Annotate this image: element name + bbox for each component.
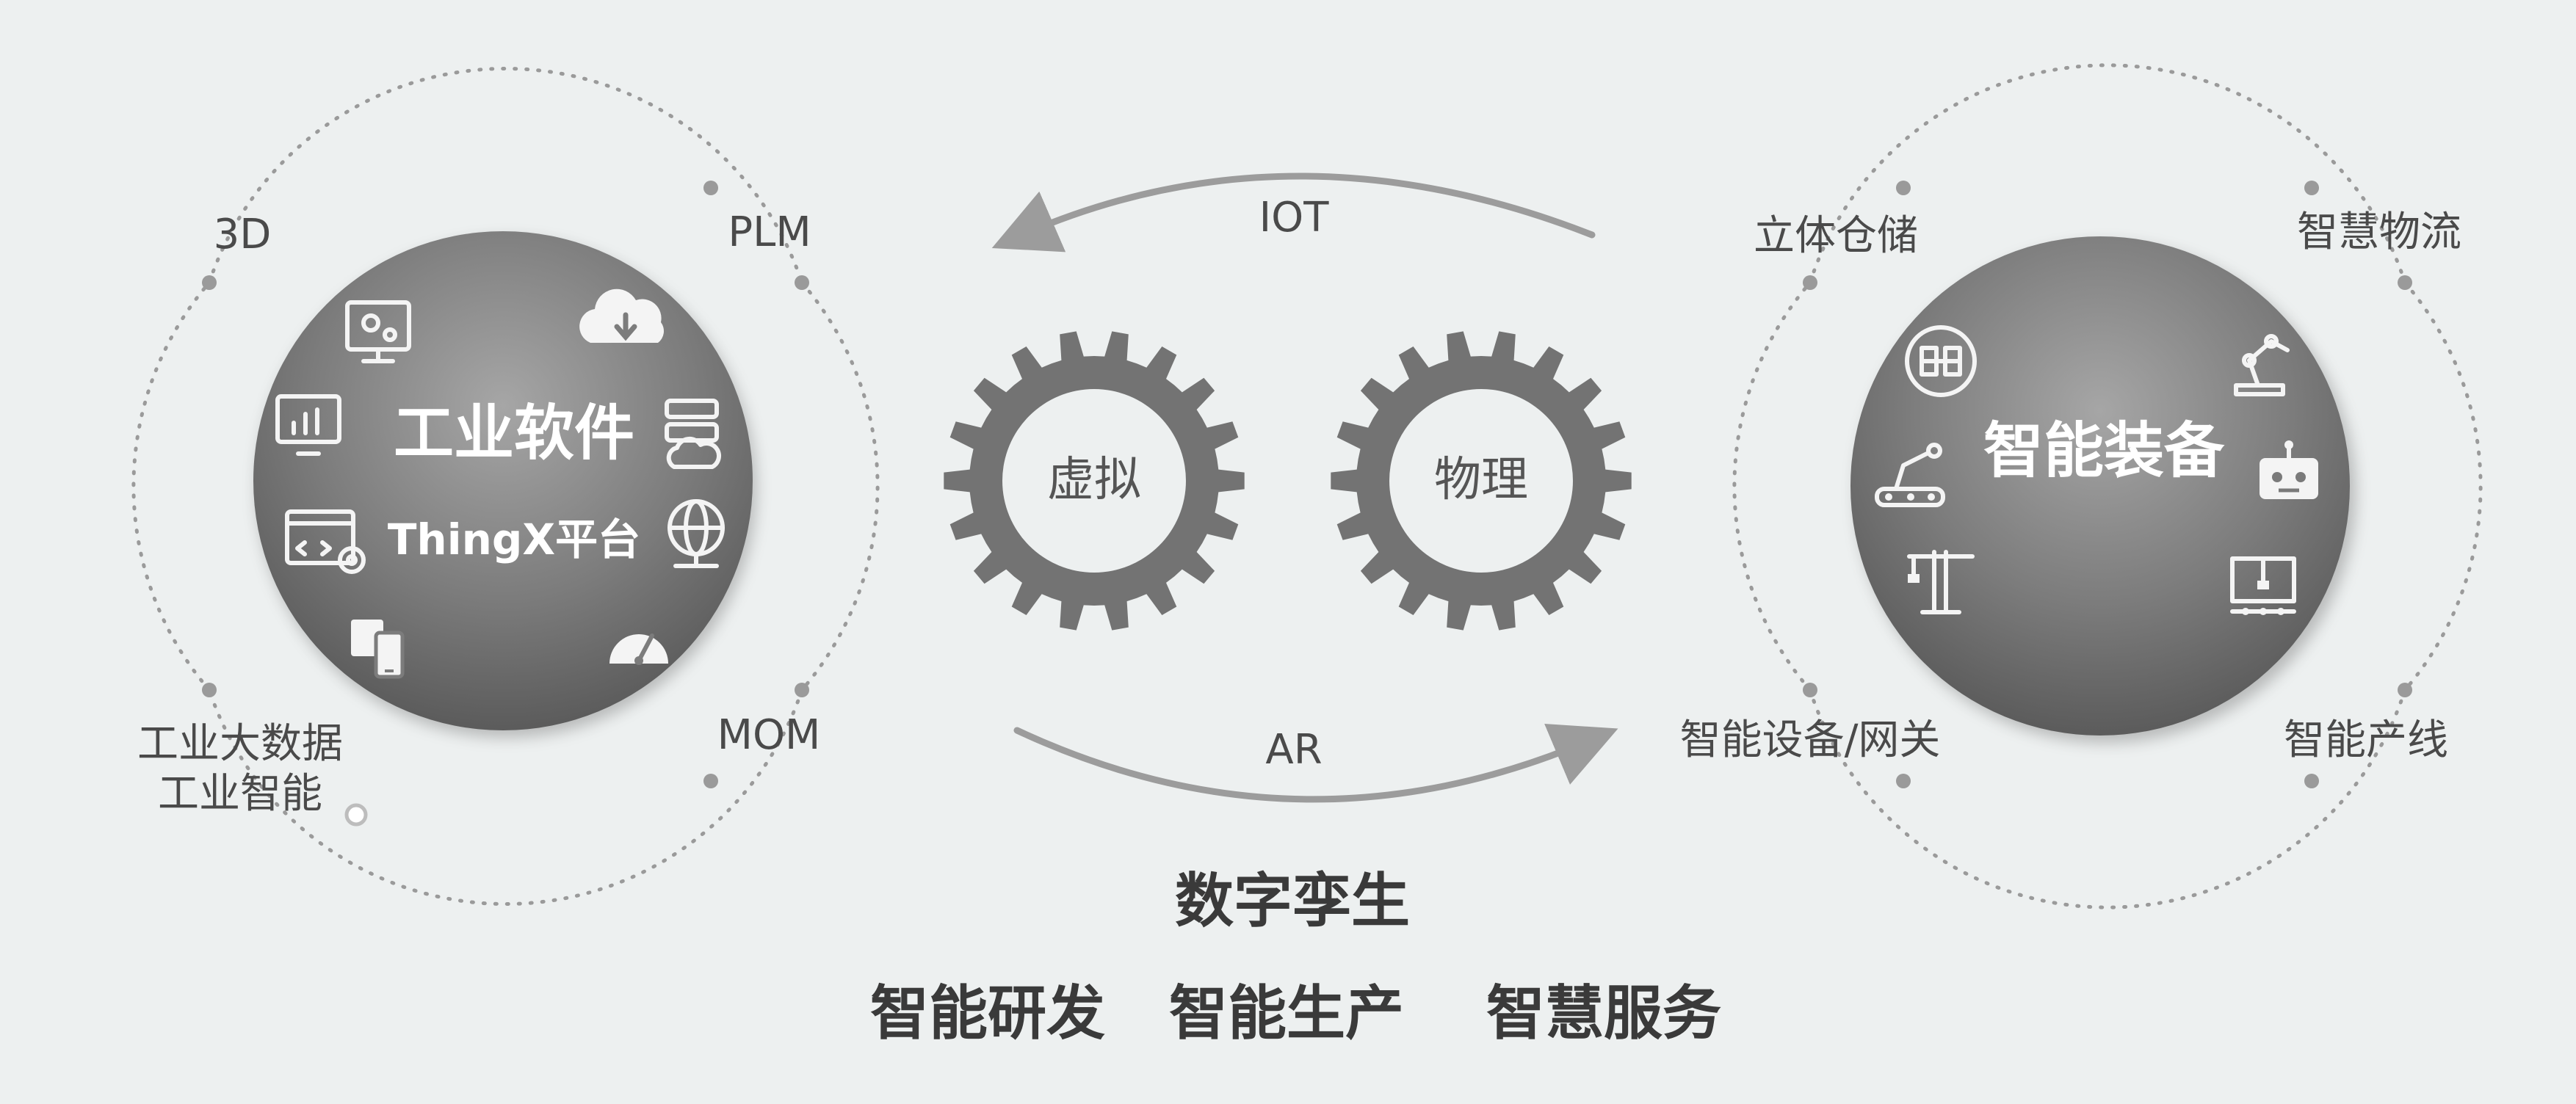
left-circle-subtitle: ThingX平台	[388, 515, 640, 564]
left-circle-disc	[253, 231, 753, 730]
multi-device-icon	[351, 620, 405, 679]
left-orbit-node-bottom-right	[795, 683, 809, 697]
ar-label: AR	[1265, 726, 1322, 774]
bottom-item-production: 智能生产	[1169, 979, 1404, 1047]
left-orbit-node-bottom-left	[202, 683, 217, 697]
right-orbit-node-top-left	[1896, 181, 1911, 195]
right-label-smart-line: 智能产线	[2284, 716, 2448, 764]
left-gear-label: 虚拟	[1047, 453, 1141, 507]
robot-head-icon	[2260, 440, 2318, 499]
cloud-download-icon	[579, 288, 664, 343]
right-orbit-node-left-bottom	[1803, 683, 1817, 697]
left-orbit-node-highlight	[344, 803, 368, 827]
right-dotted-orbit-left	[1732, 280, 1812, 692]
bottom-item-service: 智慧服务	[1486, 979, 1721, 1047]
warehouse-icon	[1905, 325, 1977, 397]
arrows-group: IOT AR	[991, 172, 1618, 803]
right-orbit-node-right-bottom	[2398, 683, 2412, 697]
left-orbit-node-top-left	[202, 275, 217, 290]
bottom-item-rd: 智能研发	[870, 979, 1105, 1047]
right-label-smart-logistics: 智慧物流	[2297, 208, 2461, 256]
crane-icon	[1907, 550, 1975, 614]
left-circle-title: 工业软件	[394, 399, 634, 468]
left-dotted-orbit-right	[800, 280, 880, 692]
right-orbit-node-left-top	[1803, 275, 1817, 290]
right-gear: 物理	[1331, 331, 1632, 631]
left-gear: 虚拟	[944, 331, 1245, 631]
monitor-settings-icon	[345, 300, 411, 363]
left-orbit-node-top-right-a	[703, 181, 718, 195]
right-orbit-node-top-right	[2304, 181, 2319, 195]
right-circle-group: 智能装备	[1680, 63, 2483, 909]
left-orbit-node-bottom-right-b	[703, 774, 718, 788]
left-dotted-orbit-top	[207, 66, 804, 285]
left-label-industrial-ai: 工业智能	[158, 770, 322, 818]
right-dotted-orbit-right	[2403, 280, 2483, 692]
robot-arm-icon	[2234, 334, 2290, 396]
right-gear-shape	[1331, 331, 1632, 631]
left-dotted-orbit-left	[131, 280, 211, 692]
left-orbit-node-top-right-b	[795, 275, 809, 290]
right-gear-label: 物理	[1434, 453, 1528, 507]
left-dotted-orbit-bottom	[207, 688, 804, 907]
conveyor-robot-icon	[1875, 443, 1945, 507]
left-label-mom: MOM	[717, 711, 821, 759]
speedometer-icon	[609, 633, 668, 665]
server-cloud-icon	[665, 399, 721, 469]
left-label-plm: PLM	[728, 208, 811, 256]
right-label-3d-warehouse: 立体仓储	[1754, 212, 1918, 260]
bottom-title: 数字孪生	[1175, 867, 1410, 935]
left-label-3d: 3D	[214, 211, 272, 258]
right-circle-title: 智能装备	[1983, 416, 2225, 486]
left-gear-shape	[944, 331, 1245, 631]
left-label-big-data: 工业大数据	[137, 720, 343, 768]
right-orbit-node-right-top	[2398, 275, 2412, 290]
right-orbit-node-bottom-right	[2304, 774, 2319, 788]
iot-arrow	[991, 172, 1596, 253]
iot-label: IOT	[1259, 194, 1330, 242]
left-circle-group: 工业软件 ThingX平台	[131, 66, 880, 907]
ar-arrow	[1013, 723, 1618, 803]
bar-chart-monitor-icon	[275, 394, 341, 456]
right-label-smart-device-gateway: 智能设备/网关	[1680, 716, 1941, 764]
production-machine-icon	[2230, 556, 2296, 615]
globe-icon	[667, 499, 725, 568]
right-orbit-node-bottom-left	[1896, 774, 1911, 788]
code-settings-icon	[285, 509, 366, 574]
